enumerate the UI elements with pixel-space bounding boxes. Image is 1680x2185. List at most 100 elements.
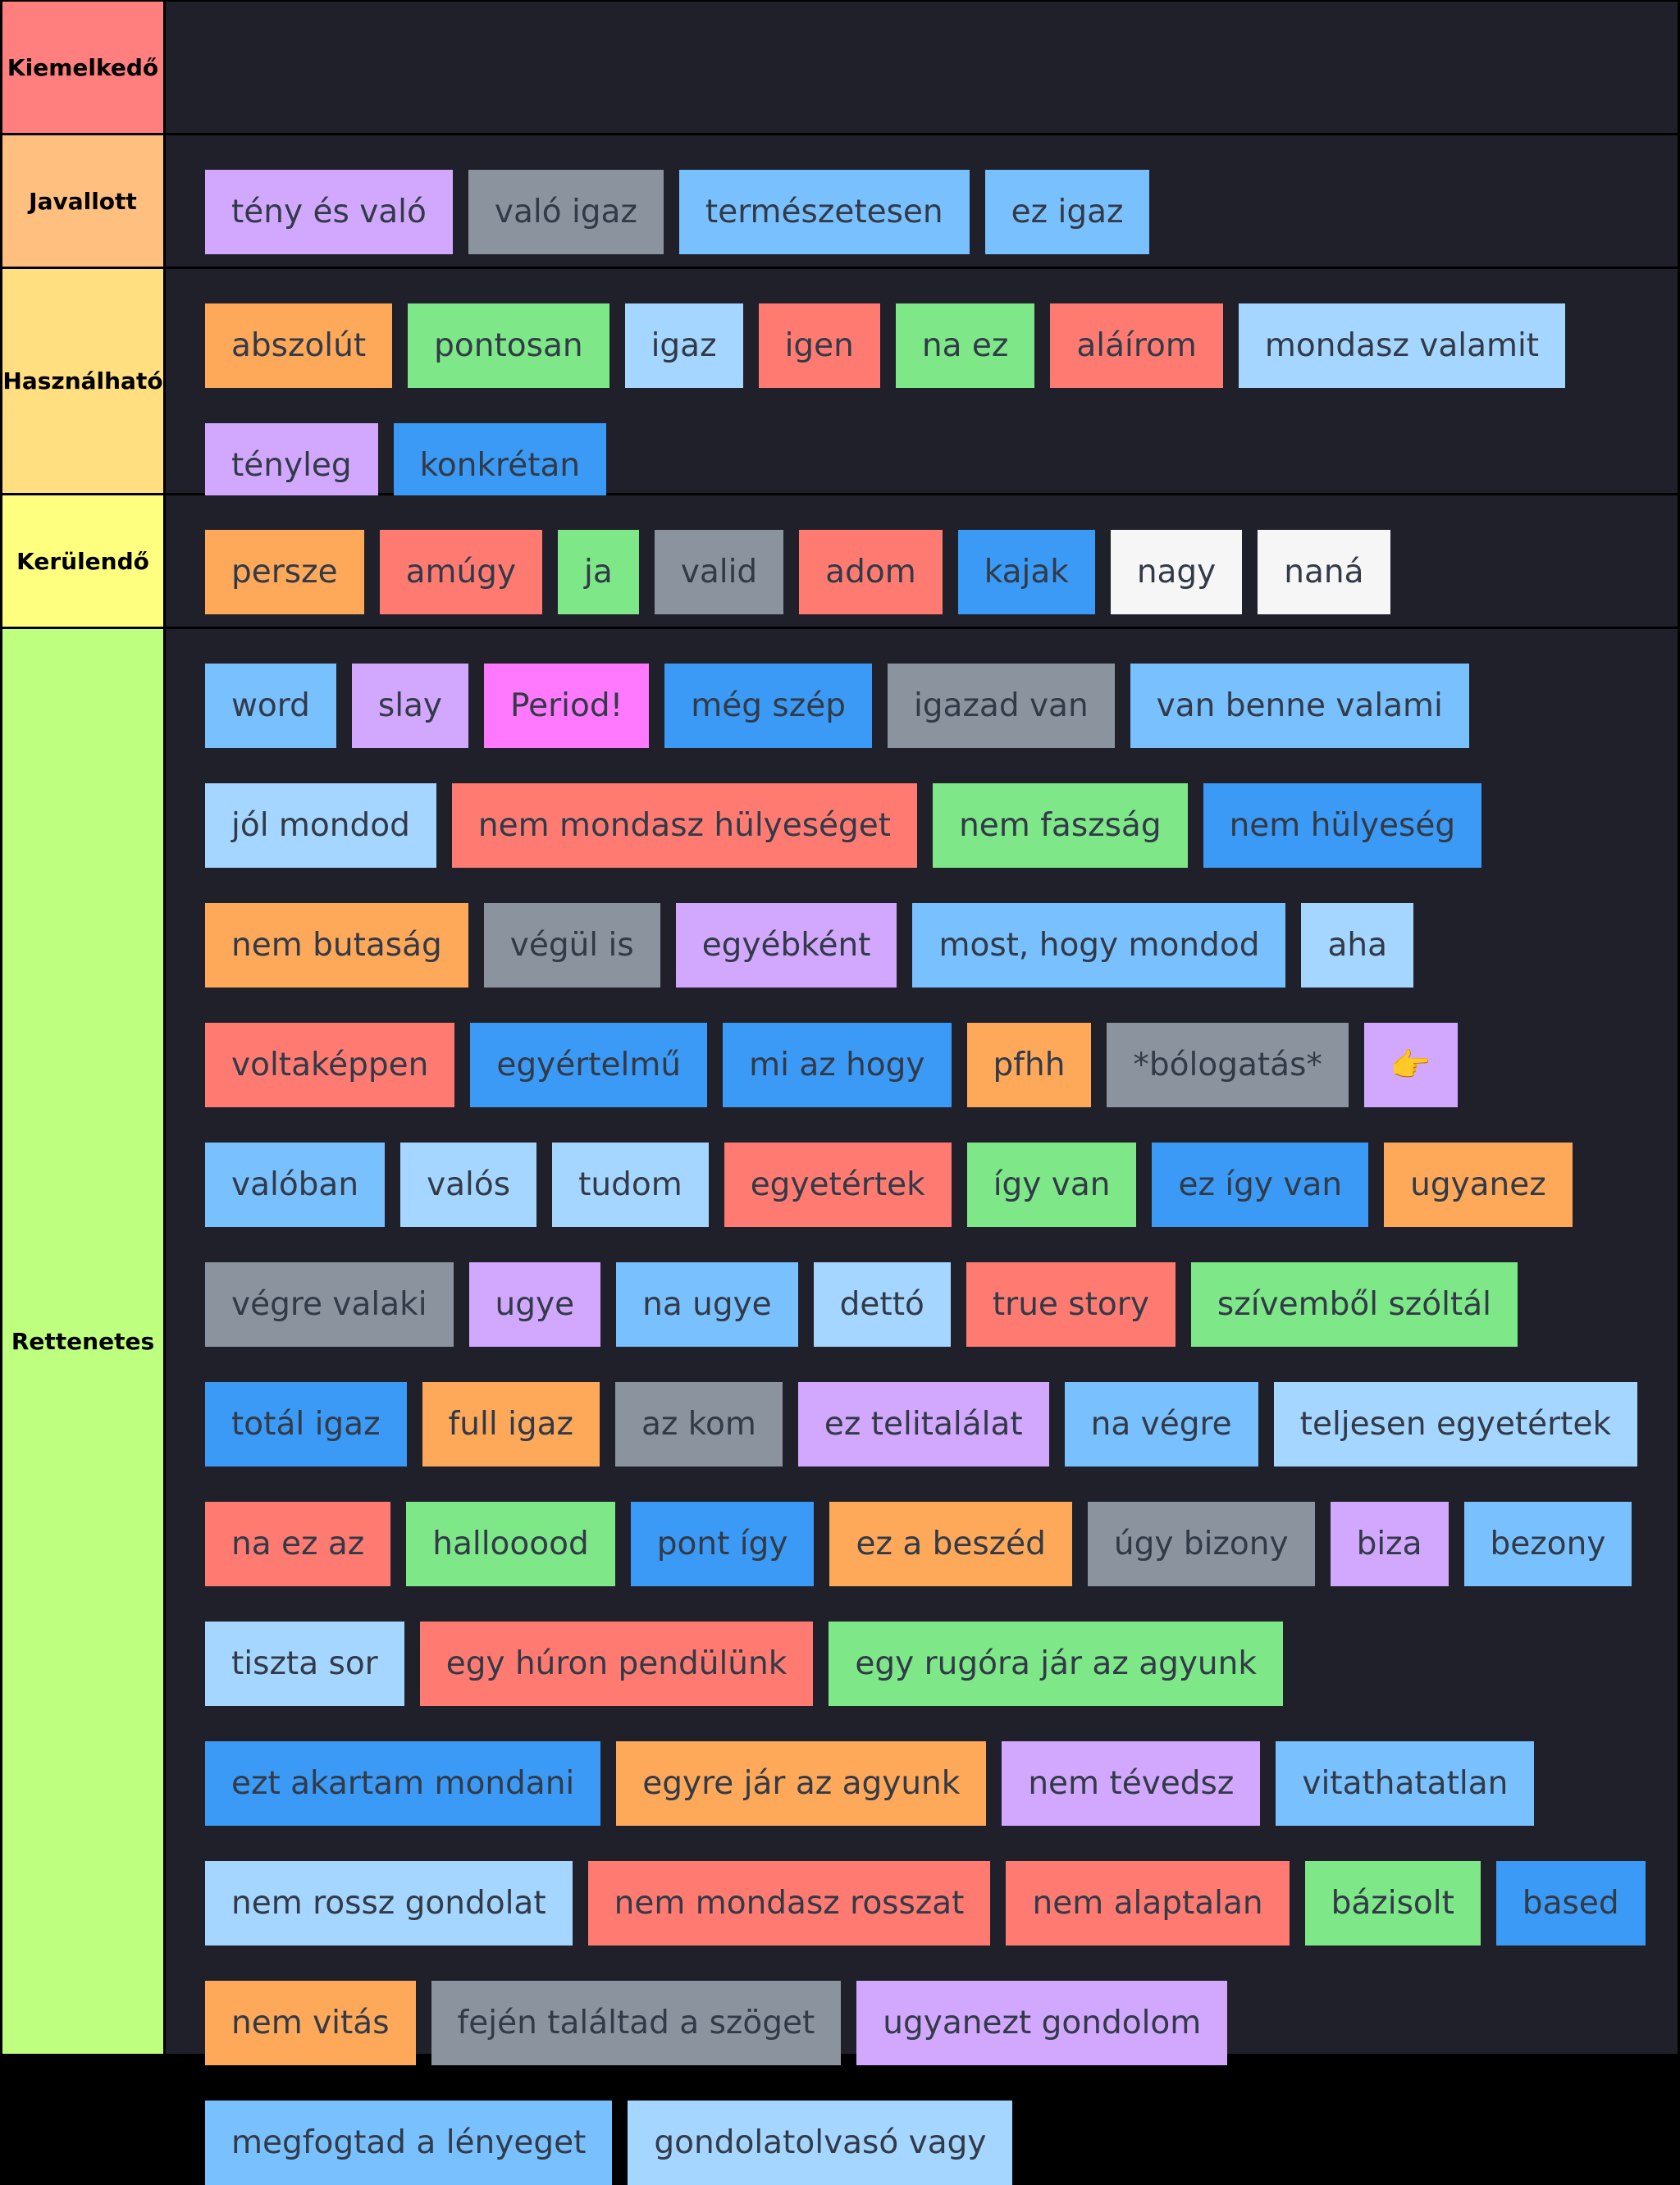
tier-item[interactable]: mondasz valamit <box>1238 303 1566 388</box>
tier-item[interactable]: ez így van <box>1152 1143 1369 1227</box>
tier-item[interactable]: kajak <box>957 530 1095 614</box>
tier-label[interactable]: Rettenetes <box>2 629 163 2054</box>
tier-item[interactable]: na ez <box>895 303 1035 388</box>
tier-item[interactable]: jól mondod <box>205 783 436 868</box>
tier-item[interactable]: pont így <box>630 1502 815 1586</box>
tier-item[interactable]: ezt akartam mondani <box>205 1741 601 1826</box>
tier-item[interactable]: amúgy <box>379 530 543 614</box>
tier-item[interactable]: ugyanez <box>1384 1143 1573 1227</box>
tier-item[interactable]: slay <box>351 664 469 748</box>
tier-item[interactable]: ez igaz <box>984 170 1150 254</box>
tier-item[interactable]: nem rossz gondolat <box>205 1861 573 1946</box>
tier-item[interactable]: egyre jár az agyunk <box>616 1741 987 1826</box>
tier-item[interactable]: igen <box>758 303 880 388</box>
tier-item[interactable]: ez a beszéd <box>829 1502 1072 1586</box>
tier-item[interactable]: való igaz <box>468 170 664 254</box>
tier-item[interactable]: ugye <box>468 1262 601 1347</box>
tier-item[interactable]: full igaz <box>422 1382 600 1467</box>
tier-item[interactable]: na végre <box>1064 1382 1258 1467</box>
tier-item[interactable]: egy rugóra jár az agyunk <box>829 1622 1283 1706</box>
tier-item[interactable]: ez telitalálat <box>797 1382 1049 1467</box>
tier-item[interactable]: abszolút <box>205 303 393 388</box>
tier-items[interactable] <box>166 2 1678 133</box>
tier-item[interactable]: pfhh <box>966 1023 1092 1107</box>
tier-label[interactable]: Kiemelkedő <box>2 2 163 133</box>
tier-item[interactable]: word <box>205 664 336 748</box>
tier-item[interactable]: egyetértek <box>724 1143 952 1227</box>
tier-item[interactable]: gondolatolvasó vagy <box>628 2101 1013 2185</box>
tier-item[interactable]: na ez az <box>205 1502 391 1586</box>
tier-label[interactable]: Javallott <box>2 135 163 267</box>
tier-item[interactable]: nem mondasz hülyeséget <box>451 783 918 868</box>
tier-item[interactable]: igaz <box>624 303 743 388</box>
tier-item[interactable]: tiszta sor <box>205 1622 404 1706</box>
tier-item[interactable]: nem tévedsz <box>1002 1741 1261 1826</box>
tier-item[interactable]: egyébként <box>675 903 897 988</box>
tier-item[interactable]: ja <box>558 530 639 614</box>
tier-item[interactable]: bázisolt <box>1304 1861 1481 1946</box>
tier-item[interactable]: fején találtad a szöget <box>431 1981 842 2065</box>
tier-item[interactable]: nagy <box>1110 530 1243 614</box>
tier-item[interactable]: na ugye <box>616 1262 798 1347</box>
tier-item[interactable]: természetesen <box>678 170 970 254</box>
tier-item[interactable]: egy húron pendülünk <box>419 1622 814 1706</box>
tier-item[interactable]: dettó <box>813 1262 951 1347</box>
tier-item[interactable]: úgy bizony <box>1087 1502 1315 1586</box>
tier-item[interactable]: vitathatatlan <box>1276 1741 1535 1826</box>
tier-item[interactable]: nem mondasz rosszat <box>587 1861 991 1946</box>
tier-item[interactable]: 👉 <box>1363 1023 1458 1107</box>
tier-item[interactable]: valid <box>654 530 784 614</box>
tier-item[interactable]: nem hülyeség <box>1203 783 1482 868</box>
tier-item[interactable]: szívemből szóltál <box>1190 1262 1518 1347</box>
tier-item[interactable]: egyértelmű <box>470 1023 708 1107</box>
tier-item[interactable]: adom <box>799 530 943 614</box>
tier-label[interactable]: Használható <box>2 269 163 493</box>
tier-item[interactable]: totál igaz <box>205 1382 407 1467</box>
tier-item[interactable]: ugyanezt gondolom <box>856 1981 1228 2065</box>
tier-label[interactable]: Kerülendő <box>2 495 163 627</box>
tier-item[interactable]: valós <box>400 1143 537 1227</box>
tier-item[interactable]: tényleg <box>205 423 378 508</box>
tier-item[interactable]: tudom <box>552 1143 709 1227</box>
tier-item[interactable]: based <box>1495 1861 1646 1946</box>
tier-item[interactable]: mi az hogy <box>723 1023 952 1107</box>
tier-item[interactable]: konkrétan <box>393 423 607 508</box>
tier-item[interactable]: végre valaki <box>205 1262 454 1347</box>
tier-item[interactable]: hallooood <box>406 1502 615 1586</box>
tier-item[interactable]: naná <box>1258 530 1390 614</box>
tier-item[interactable]: az kom <box>615 1382 783 1467</box>
tier-item[interactable]: valóban <box>205 1143 386 1227</box>
tier-item[interactable]: *bólogatás* <box>1107 1023 1349 1107</box>
tier-item[interactable]: voltaképpen <box>205 1023 455 1107</box>
tier-item[interactable]: tény és való <box>205 170 453 254</box>
tier-item[interactable]: igazad van <box>887 664 1115 748</box>
tier-item[interactable]: persze <box>205 530 364 614</box>
tier-item[interactable]: így van <box>966 1143 1137 1227</box>
tier-item[interactable]: nem vitás <box>205 1981 416 2065</box>
tier-item[interactable]: aha <box>1301 903 1413 988</box>
tier-item[interactable]: megfogtad a lényeget <box>205 2101 613 2185</box>
tier-item[interactable]: nem butaság <box>205 903 468 988</box>
tier-item[interactable]: nem alaptalan <box>1006 1861 1290 1946</box>
tier-item[interactable]: pontosan <box>408 303 609 388</box>
tier-item[interactable]: bezony <box>1463 1502 1632 1586</box>
tier-item[interactable]: nem faszság <box>933 783 1188 868</box>
tier-item[interactable]: Period! <box>484 664 650 748</box>
tier-item[interactable]: most, hogy mondod <box>912 903 1286 988</box>
tier-item[interactable]: biza <box>1330 1502 1449 1586</box>
tier-item[interactable]: true story <box>966 1262 1176 1347</box>
tier-item[interactable]: aláírom <box>1050 303 1223 388</box>
tier-item[interactable]: végül is <box>483 903 660 988</box>
tier-item[interactable]: teljesen egyetértek <box>1273 1382 1638 1467</box>
tier-item[interactable]: van benne valami <box>1130 664 1469 748</box>
tier-item[interactable]: még szép <box>664 664 872 748</box>
